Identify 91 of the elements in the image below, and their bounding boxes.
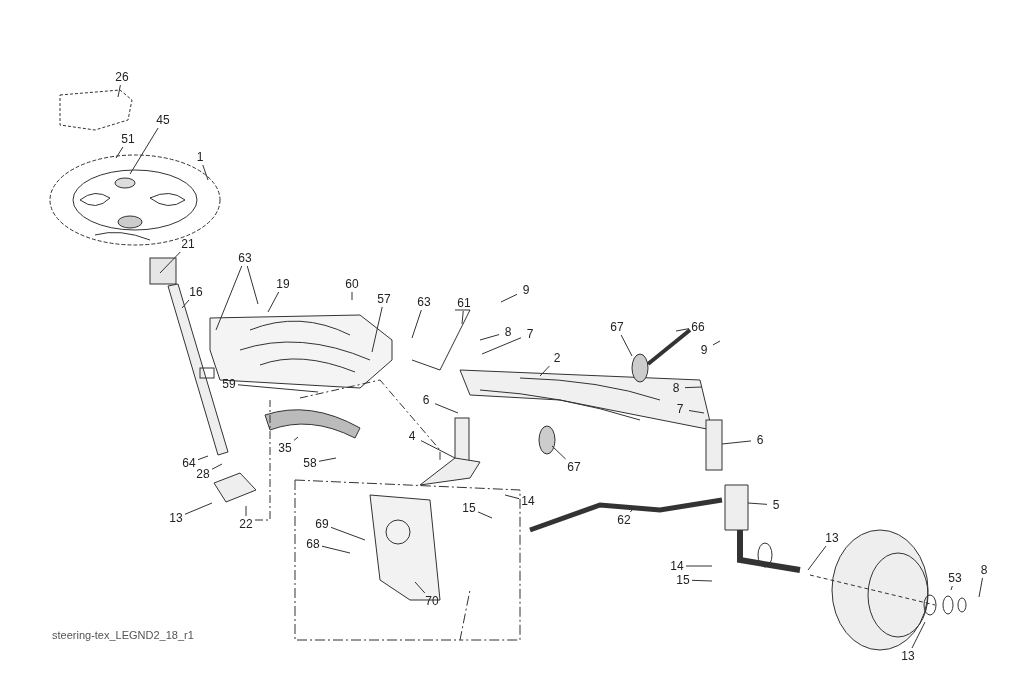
- leader-line: [950, 585, 953, 591]
- leader-line: [477, 511, 493, 519]
- callout-number: 21: [181, 238, 195, 250]
- callout-number: 13: [901, 650, 915, 662]
- callout-number: 7: [526, 328, 534, 340]
- callout-number: 2: [553, 352, 561, 364]
- leader-line: [691, 579, 713, 582]
- leader-line: [500, 293, 518, 303]
- callout-number: 63: [417, 296, 431, 308]
- leader-line: [184, 502, 213, 515]
- leader-line: [267, 291, 280, 313]
- callout-number: 14: [670, 560, 684, 572]
- callout-number: 9: [700, 344, 708, 356]
- leader-line: [911, 621, 926, 649]
- leader-line: [685, 565, 713, 567]
- callout-number: 26: [115, 71, 129, 83]
- leader-line: [434, 403, 459, 414]
- leader-line: [712, 340, 721, 346]
- leader-line: [129, 127, 159, 175]
- leader-line: [411, 309, 422, 339]
- leader-line: [721, 440, 752, 445]
- leader-line: [215, 265, 243, 331]
- callout-number: 6: [756, 434, 764, 446]
- leader-line: [539, 365, 550, 377]
- callout-number: 64: [182, 457, 196, 469]
- leader-line: [688, 410, 705, 414]
- leader-line: [211, 463, 223, 470]
- callout-number: 15: [676, 574, 690, 586]
- callout-number: 62: [617, 514, 631, 526]
- callout-number: 66: [691, 321, 705, 333]
- callout-number: 9: [522, 284, 530, 296]
- leader-line: [620, 334, 633, 357]
- leader-line: [747, 502, 768, 505]
- callout-number: 8: [672, 382, 680, 394]
- leader-line: [414, 581, 426, 594]
- callout-number: 7: [676, 403, 684, 415]
- leader-line: [675, 328, 690, 332]
- callout-number: 8: [504, 326, 512, 338]
- callout-number: 53: [948, 572, 962, 584]
- leader-line: [479, 334, 500, 341]
- leader-line: [117, 84, 121, 98]
- callout-number: 1: [196, 151, 204, 163]
- callout-number: 13: [825, 532, 839, 544]
- callout-number: 22: [239, 518, 253, 530]
- leader-line: [237, 384, 319, 393]
- leader-line: [481, 337, 522, 355]
- leader-line: [115, 146, 124, 159]
- callout-number: 4: [408, 430, 416, 442]
- callout-number: 67: [567, 461, 581, 473]
- callout-number: 13: [169, 512, 183, 524]
- callout-number: 70: [425, 595, 439, 607]
- callout-number: 16: [189, 286, 203, 298]
- callout-number: 6: [422, 394, 430, 406]
- callout-number: 61: [457, 297, 471, 309]
- callout-number: 28: [196, 468, 210, 480]
- leader-line: [461, 310, 464, 325]
- leader-line: [504, 494, 520, 500]
- callout-number: 67: [610, 321, 624, 333]
- callout-number: 14: [521, 495, 535, 507]
- leader-line: [330, 526, 366, 541]
- leader-line: [197, 455, 209, 461]
- callout-number: 35: [278, 442, 292, 454]
- callout-number: 8: [980, 564, 988, 576]
- leader-line: [420, 440, 456, 459]
- callout-number: 58: [303, 457, 317, 469]
- leader-line: [684, 386, 703, 389]
- leader-line: [318, 457, 337, 462]
- callout-number: 5: [772, 499, 780, 511]
- callout-number: 19: [276, 278, 290, 290]
- callout-number: 45: [156, 114, 170, 126]
- callout-number: 63: [238, 252, 252, 264]
- drawing-reference: steering-tex_LEGND2_18_r1: [52, 628, 194, 643]
- callout-number: 60: [345, 278, 359, 290]
- leader-line: [551, 445, 567, 460]
- callout-number: 57: [377, 293, 391, 305]
- leader-line: [978, 577, 983, 598]
- leader-line: [181, 299, 190, 309]
- callout-number: 15: [462, 502, 476, 514]
- leader-line: [629, 509, 633, 513]
- leader-line: [202, 164, 209, 181]
- leader-line: [807, 545, 827, 571]
- callout-number: 51: [121, 133, 135, 145]
- callout-number: 69: [315, 518, 329, 530]
- leader-line: [293, 436, 299, 441]
- leader-line: [245, 505, 247, 517]
- leader-line: [371, 306, 383, 353]
- callout-number: 68: [306, 538, 320, 550]
- leader-line: [351, 291, 353, 301]
- leader-line: [246, 265, 259, 305]
- callout-number: 59: [222, 378, 236, 390]
- leader-line: [321, 545, 351, 554]
